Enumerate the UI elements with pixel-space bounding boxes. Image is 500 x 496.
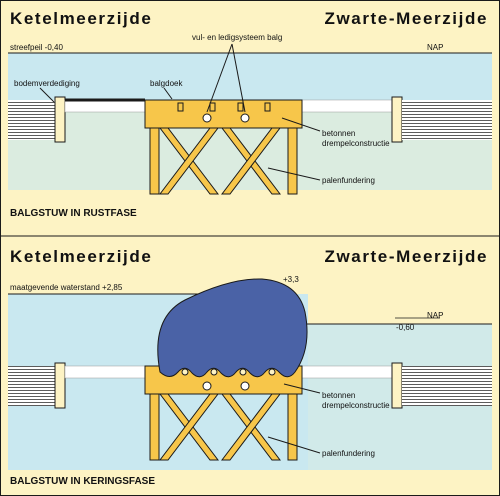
valve-opening-left bbox=[202, 381, 212, 391]
bottom-protection-right bbox=[402, 100, 492, 140]
valve-opening-right bbox=[240, 381, 250, 391]
pile-foundation bbox=[149, 393, 298, 461]
sill-label-line1: betonnen bbox=[322, 391, 355, 400]
sheet-pile-right bbox=[391, 96, 403, 143]
cloth-label: balgdoek bbox=[150, 79, 183, 88]
pile-label: palenfundering bbox=[322, 449, 375, 458]
left-side-title: Ketelmeerzijde bbox=[10, 9, 152, 28]
crest-level-label: +3,3 bbox=[283, 275, 299, 284]
nap-label: NAP bbox=[427, 311, 443, 320]
pile bbox=[287, 393, 298, 461]
nap-label: NAP bbox=[427, 43, 443, 52]
leader-line bbox=[206, 43, 233, 113]
downstream-level-label: -0,60 bbox=[396, 323, 415, 332]
left-side-title: Ketelmeerzijde bbox=[10, 247, 152, 266]
pile-label: palenfundering bbox=[322, 176, 375, 185]
sill-label-line2: drempelconstructie bbox=[322, 139, 390, 148]
bottom-protection-label: bodemverdediging bbox=[14, 79, 80, 88]
fill-system-label: vul- en ledigsysteem balg bbox=[192, 33, 282, 42]
sheet-pile-left bbox=[54, 96, 66, 143]
deck-right bbox=[301, 365, 393, 379]
water-upper bbox=[8, 53, 492, 100]
streefpeil-label: streefpeil -0,40 bbox=[10, 43, 63, 52]
sill-label-line2: drempelconstructie bbox=[322, 401, 390, 410]
deck-right bbox=[301, 99, 393, 113]
panel-rustfase: Ketelmeerzijde Zwarte-Meerzijde streefpe… bbox=[8, 9, 492, 219]
right-side-title: Zwarte-Meerzijde bbox=[324, 247, 488, 266]
inflated-balloon-weir bbox=[157, 278, 308, 378]
leader-line bbox=[283, 383, 321, 394]
pile-foundation bbox=[149, 127, 298, 195]
leader-line bbox=[281, 117, 321, 132]
leader-line bbox=[163, 87, 173, 100]
sill-label-line1: betonnen bbox=[322, 129, 355, 138]
sheet-pile-left bbox=[54, 362, 66, 409]
phase-caption: BALGSTUW IN KERINGSFASE bbox=[10, 476, 155, 487]
pile bbox=[149, 393, 160, 461]
pile bbox=[149, 127, 160, 195]
phase-caption: BALGSTUW IN RUSTFASE bbox=[10, 208, 137, 219]
valve-opening-right bbox=[240, 113, 250, 123]
deck-left bbox=[64, 99, 146, 113]
valve-opening-left bbox=[202, 113, 212, 123]
bottom-protection-right bbox=[402, 366, 492, 406]
sill-ribs bbox=[177, 102, 271, 112]
leader-line bbox=[231, 43, 246, 113]
pile bbox=[287, 127, 298, 195]
panel-keringsfase: Ketelmeerzijde Zwarte-Meerzijde maatgeve… bbox=[8, 247, 492, 487]
sheet-pile-right bbox=[391, 362, 403, 409]
right-side-title: Zwarte-Meerzijde bbox=[324, 9, 488, 28]
leader-line bbox=[267, 167, 321, 181]
deck-left bbox=[64, 365, 146, 379]
design-water-level-label: maatgevende waterstand +2,85 bbox=[10, 283, 123, 292]
leader-line bbox=[39, 87, 55, 103]
leader-line bbox=[267, 436, 321, 454]
balloon-anchor-points bbox=[181, 368, 276, 376]
concrete-sill bbox=[144, 99, 303, 129]
